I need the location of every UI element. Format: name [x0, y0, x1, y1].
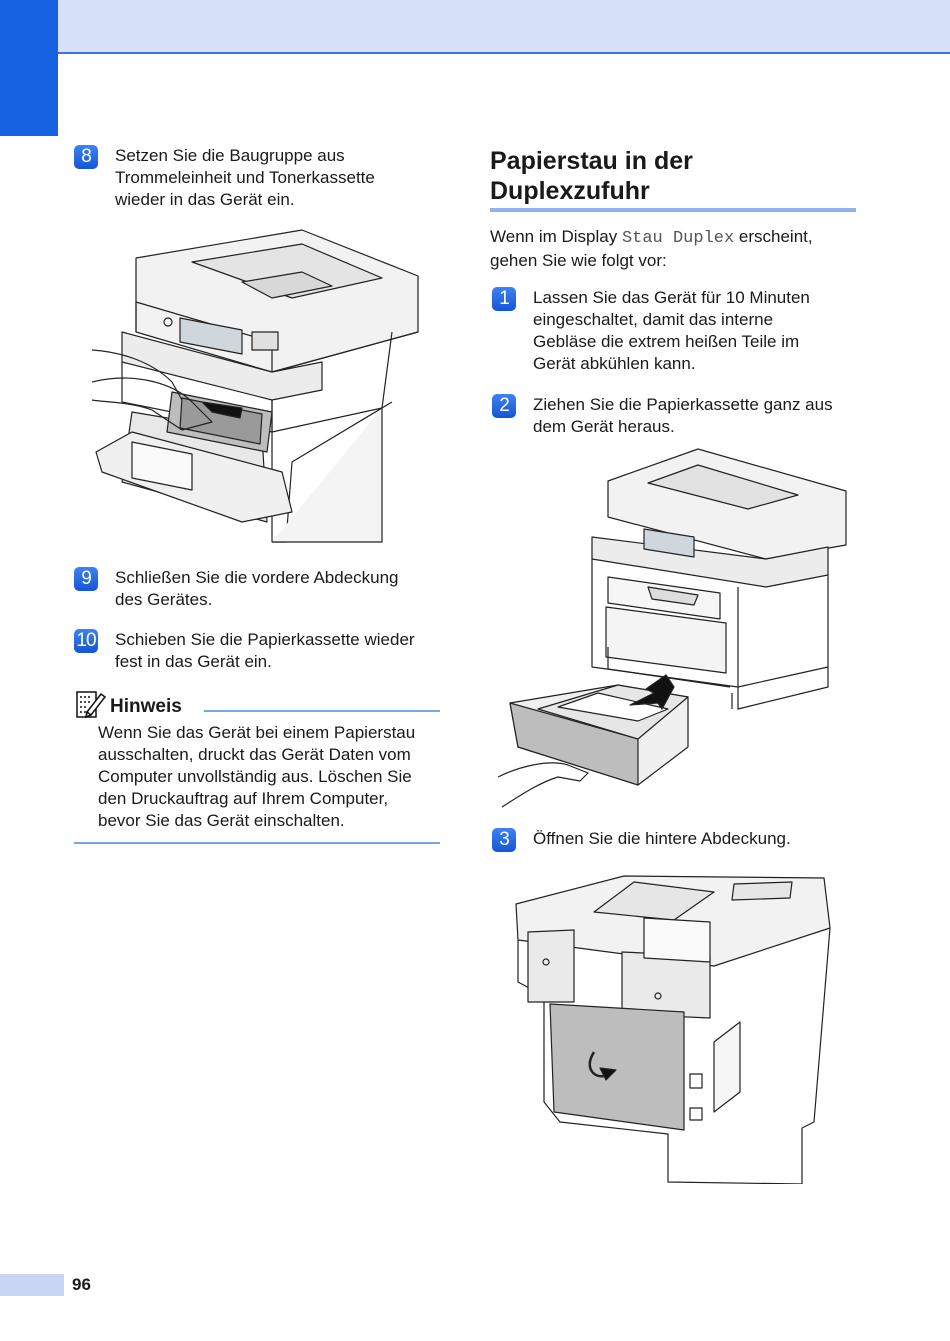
step-badge: 3 [492, 828, 516, 852]
page-number-tab [0, 1274, 64, 1296]
note-header: Hinweis [74, 688, 440, 722]
step-text-line: Schieben Sie die Papierkassette wieder [115, 630, 415, 649]
step-badge: 9 [74, 567, 98, 591]
step-badge: 2 [492, 394, 516, 418]
note-bottom-rule [74, 842, 440, 844]
note-body: Wenn Sie das Gerät bei einem Papierstau … [98, 722, 415, 832]
note-rule [204, 710, 440, 712]
step-text-line: dem Gerät heraus. [533, 417, 675, 436]
step-badge: 1 [492, 287, 516, 311]
step-text-line: des Gerätes. [115, 590, 213, 609]
step-text-line: Gerät abkühlen kann. [533, 354, 696, 373]
rear-cover-open-illustration [514, 872, 832, 1184]
header-band [0, 0, 950, 54]
section-title-rule [490, 208, 856, 212]
step-badge: 8 [74, 145, 98, 169]
step-text-line: wieder in das Gerät ein. [115, 190, 295, 209]
section-title-line: Papierstau in der [490, 147, 693, 175]
intro-text: Wenn im Display Stau Duplex erscheint, g… [490, 226, 813, 272]
note-line: bevor Sie das Gerät einschalten. [98, 811, 345, 830]
note-line: Wenn Sie das Gerät bei einem Papierstau [98, 723, 416, 742]
paper-tray-removal-illustration [498, 447, 850, 811]
note-line: Computer unvollständig aus. Löschen Sie [98, 767, 412, 786]
note-line: ausschalten, druckt das Gerät Daten vom [98, 745, 411, 764]
step-text-line: Öffnen Sie die hintere Abdeckung. [533, 829, 791, 848]
section-title: Papierstau in der Duplexzufuhr [490, 146, 856, 206]
step-text-line: Trommeleinheit und Tonerkassette [115, 168, 375, 187]
intro-after: erscheint, [734, 227, 813, 246]
intro-line-2: gehen Sie wie folgt vor: [490, 251, 667, 270]
note-label: Hinweis [110, 696, 182, 717]
step-text-line: Gebläse die extrem heißen Teile im [533, 332, 800, 351]
section-title-line: Duplexzufuhr [490, 177, 650, 205]
intro-before: Wenn im Display [490, 227, 622, 246]
printer-drum-insert-illustration [92, 222, 428, 544]
page-number: 96 [72, 1275, 91, 1294]
step-text-line: Schließen Sie die vordere Abdeckung [115, 568, 399, 587]
step-text-line: Ziehen Sie die Papierkassette ganz aus [533, 395, 833, 414]
note-line: den Druckauftrag auf Ihrem Computer, [98, 789, 389, 808]
note-pencil-icon [76, 691, 106, 719]
step-text-line: Setzen Sie die Baugruppe aus [115, 146, 345, 165]
step-text-line: fest in das Gerät ein. [115, 652, 272, 671]
step-text-line: eingeschaltet, damit das interne [533, 310, 774, 329]
step-badge: 10 [74, 629, 98, 653]
step-text-line: Lassen Sie das Gerät für 10 Minuten [533, 288, 810, 307]
chapter-tab [0, 0, 58, 136]
display-message-code: Stau Duplex [621, 229, 735, 248]
